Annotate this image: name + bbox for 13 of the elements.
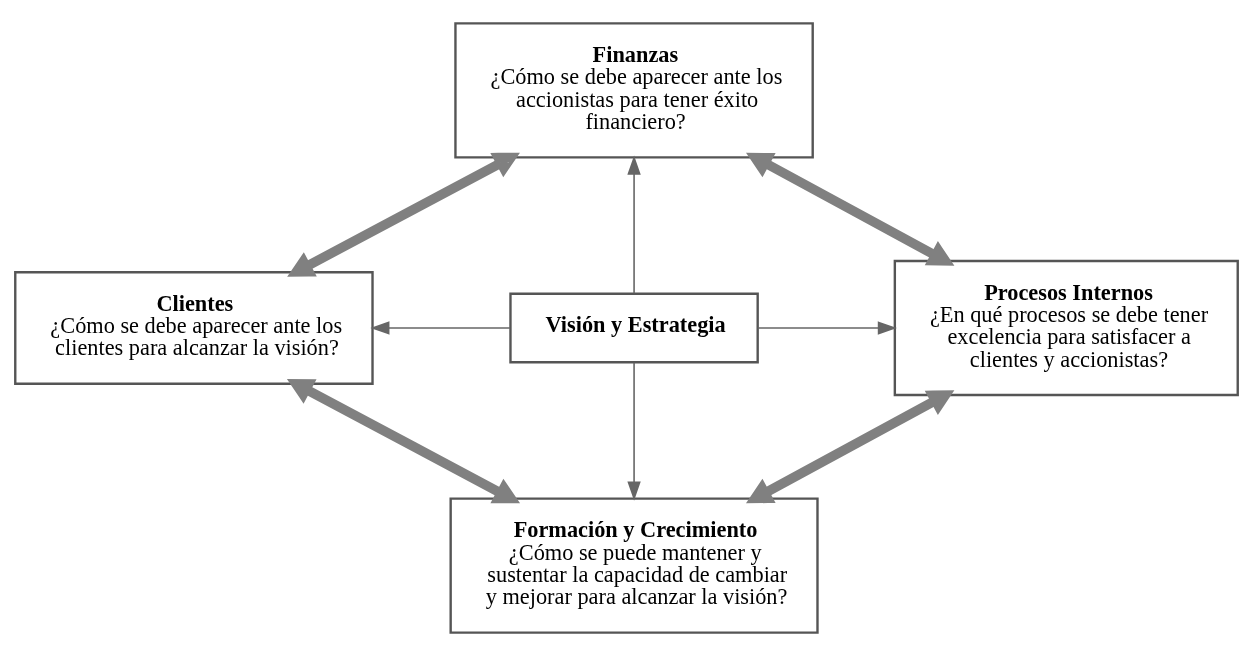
arrow: [746, 152, 955, 266]
node-box: Visión y Estrategia: [509, 292, 759, 363]
arrow: [756, 320, 897, 335]
node-box: Finanzas ¿Cómo se debe aparecer ante los accionistas para tener éxito financiero?: [454, 21, 814, 159]
node-box: Formación y Crecimiento ¿Cómo se puede mantener y sustentar la capacidad de cambiar y mejorar para alcanzar la visión?: [449, 496, 819, 634]
arrow: [286, 378, 521, 503]
arrow: [745, 389, 955, 503]
node-box: Clientes ¿Cómo se debe aparecer ante los clientes para alcanzar la visión?: [14, 270, 374, 385]
arrow: [627, 155, 641, 294]
arrow: [370, 320, 511, 335]
arrow: [287, 152, 520, 277]
node-box: Procesos Internos ¿En qué procesos se debe tener excelencia para satisfacer a clientes y accionistas?: [893, 259, 1239, 396]
arrow: [627, 361, 641, 501]
